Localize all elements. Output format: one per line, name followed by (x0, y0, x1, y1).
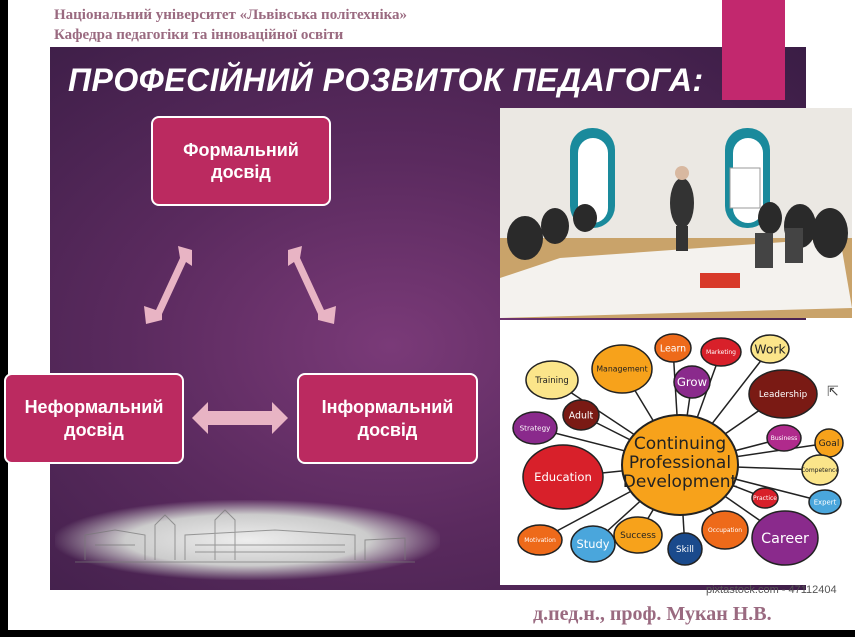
classroom-photo (500, 108, 852, 318)
center-bubble (621, 414, 739, 516)
bubble-management (591, 344, 653, 394)
bubble-label: Motivation (524, 537, 556, 544)
center-label: Professional (629, 453, 731, 473)
bubble-learn (654, 333, 692, 363)
bubble-education (522, 444, 604, 510)
bubble-work (750, 334, 790, 364)
bubble-label: Education (534, 470, 592, 484)
bubble-adult (562, 399, 600, 431)
bubble-label: Strategy (520, 424, 552, 433)
bubble-label: Adult (569, 410, 594, 421)
bubble-skill (667, 532, 703, 566)
center-label: Continuing (634, 434, 726, 454)
classroom-scene (500, 108, 852, 318)
double-arrow-horizontal-icon (192, 402, 288, 434)
buildings-sketch (75, 509, 415, 563)
department-name: Кафедра педагогіки та інноваційної освіт… (54, 27, 344, 43)
bubble-practice (751, 487, 779, 509)
bubble-label: Management (596, 365, 647, 374)
bubble-marketing (700, 337, 742, 367)
bubble-label: Competence (801, 467, 839, 474)
city-sketch-image (55, 500, 440, 580)
image-credit: pixtastock.com - 47112404 (706, 584, 837, 596)
bubble-label: Skill (676, 545, 694, 555)
bubble-success (613, 516, 663, 554)
bubble-grow (673, 365, 711, 399)
bubble-label: Success (620, 531, 656, 541)
bubble-expert (808, 489, 842, 515)
bubble-label: Grow (677, 375, 708, 389)
bubble-label: Study (577, 537, 610, 551)
bubble-strategy (512, 411, 558, 445)
bubble-motivation (517, 524, 563, 556)
bubble-leadership (748, 369, 818, 419)
bubble-occupation (701, 510, 749, 550)
accent-block (722, 0, 785, 100)
slide-title: ПРОФЕСІЙНИЙ РОЗВИТОК ПЕДАГОГА: (68, 62, 704, 98)
center-label: Development (623, 472, 738, 492)
bubble-label: Leadership (759, 390, 808, 400)
double-arrow-left-icon (144, 246, 192, 324)
node-informal-experience: Інформальний досвід (297, 373, 478, 464)
bubble-study (570, 525, 616, 563)
bubble-competence (801, 454, 839, 486)
bubble-career (751, 510, 819, 566)
bubble-label: Expert (814, 498, 837, 506)
bubble-label: Marketing (706, 349, 736, 356)
mouse-cursor-icon: ⇱ (827, 383, 839, 399)
bubble-label: Practice (753, 495, 777, 502)
diagram-arrows (144, 246, 336, 324)
bubble-label: Career (761, 531, 809, 547)
bubble-label: Occupation (708, 527, 742, 534)
double-arrow-right-icon (288, 246, 336, 324)
bubble-label: Business (771, 435, 797, 442)
bubble-label: Goal (819, 439, 840, 449)
university-name: Національний університет «Львівська полі… (54, 7, 408, 23)
bubble-training (525, 360, 579, 400)
bubble-label: Work (754, 342, 786, 356)
author-name: д.пед.н., проф. Мукан Н.В. (533, 603, 772, 625)
node-nonformal-experience: Неформальний досвід (4, 373, 184, 464)
bubble-business (766, 424, 802, 452)
node-formal-experience: Формальний досвід (151, 116, 331, 206)
bubble-label: Learn (660, 343, 686, 354)
bubble-label: Training (534, 376, 569, 386)
